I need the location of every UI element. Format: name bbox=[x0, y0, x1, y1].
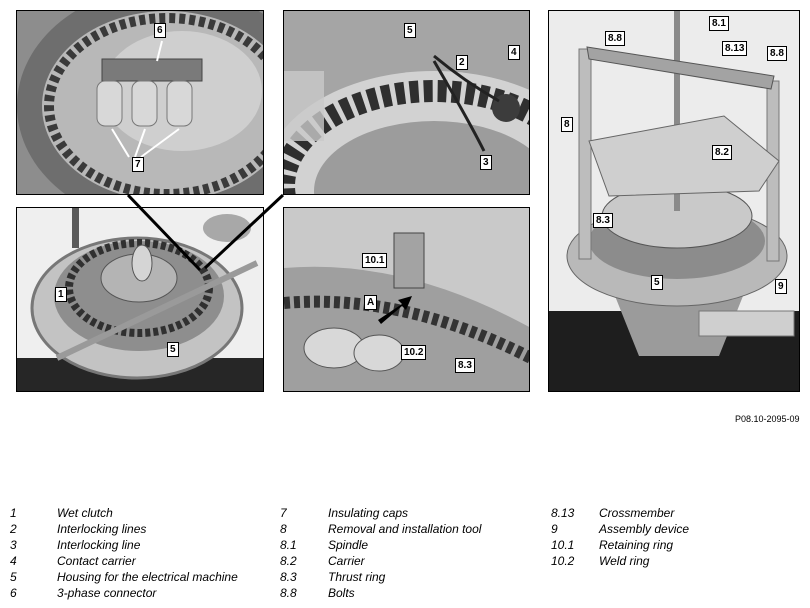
photo-panel-tool: 8.1 8.8 8.13 8.8 8 8.2 8.3 5 9 bbox=[548, 10, 800, 392]
photo-panel-retaining-ring: 10.1 A 10.2 8.3 bbox=[283, 207, 530, 392]
callout-8: 8 bbox=[561, 117, 573, 132]
callout-8-1: 8.1 bbox=[709, 16, 729, 31]
photo-panel-contact-carrier: 5 2 4 3 bbox=[283, 10, 530, 195]
callout-7: 7 bbox=[132, 157, 144, 172]
photo-panel-connector: 6 7 bbox=[16, 10, 264, 195]
callout-2: 2 bbox=[456, 55, 468, 70]
callout-5: 5 bbox=[167, 342, 179, 357]
figure-reference: P08.10-2095-09 bbox=[735, 414, 800, 424]
contact-carrier-photo bbox=[284, 11, 529, 194]
callout-8-3: 8.3 bbox=[455, 358, 475, 373]
callout-5: 5 bbox=[651, 275, 663, 290]
callout-10-2: 10.2 bbox=[401, 345, 427, 360]
callout-5: 5 bbox=[404, 23, 416, 38]
callout-8-13: 8.13 bbox=[722, 41, 748, 56]
retaining-ring-photo bbox=[284, 208, 529, 391]
callout-8-3: 8.3 bbox=[593, 213, 613, 228]
callout-8-8-left: 8.8 bbox=[605, 31, 625, 46]
callout-A: A bbox=[364, 295, 378, 310]
photo-panel-wet-clutch: 1 5 bbox=[16, 207, 264, 392]
connector-photo bbox=[17, 11, 263, 194]
callout-10-1: 10.1 bbox=[362, 253, 388, 268]
tool-photo bbox=[549, 11, 799, 391]
callout-4: 4 bbox=[508, 45, 520, 60]
callout-3: 3 bbox=[480, 155, 492, 170]
callout-1: 1 bbox=[55, 287, 67, 302]
callout-8-2: 8.2 bbox=[712, 145, 732, 160]
callout-8-8-right: 8.8 bbox=[767, 46, 787, 61]
callout-9: 9 bbox=[775, 279, 787, 294]
callout-6: 6 bbox=[154, 23, 166, 38]
